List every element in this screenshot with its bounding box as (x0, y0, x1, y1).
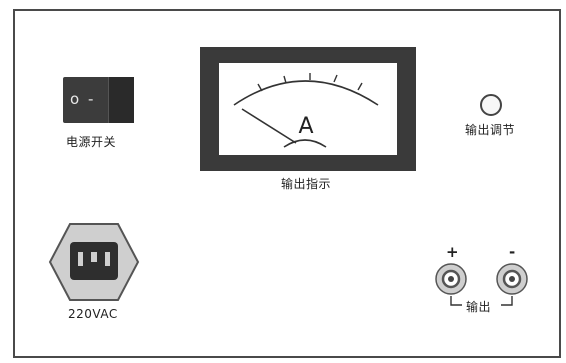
meter-label: 输出指示 (281, 177, 332, 191)
terminal-bracket-left (450, 296, 462, 306)
meter-face (219, 63, 397, 155)
power-inlet-pin (91, 252, 97, 262)
meter-tick (357, 82, 363, 91)
power-switch-label: 电源开关 (66, 135, 117, 149)
power-inlet-label: 220VAC (68, 307, 118, 321)
power-inlet-pin (105, 252, 110, 266)
positive-terminal (435, 263, 467, 295)
negative-terminal-sign: - (509, 243, 516, 261)
power-switch[interactable]: o - (63, 77, 134, 123)
meter-needle (241, 108, 297, 144)
power-inlet-pin (78, 252, 83, 266)
output-adjust-label: 输出调节 (465, 123, 516, 137)
power-inlet[interactable] (48, 222, 140, 302)
output-terminals-label: 输出 (466, 300, 492, 314)
meter-pivot-arc (283, 139, 327, 148)
power-switch-rocker (108, 77, 134, 123)
ammeter: A (200, 47, 416, 171)
negative-terminal (496, 263, 528, 295)
output-terminals (435, 263, 528, 306)
meter-tick (283, 75, 287, 84)
meter-tick (257, 83, 263, 92)
output-adjust-knob[interactable] (480, 94, 502, 116)
meter-tick (333, 74, 338, 83)
power-switch-symbols: o - (70, 90, 96, 108)
meter-unit: A (298, 114, 313, 139)
positive-terminal-sign: + (446, 243, 459, 261)
terminal-bracket-right (501, 296, 513, 306)
meter-scale-arc (233, 80, 379, 106)
